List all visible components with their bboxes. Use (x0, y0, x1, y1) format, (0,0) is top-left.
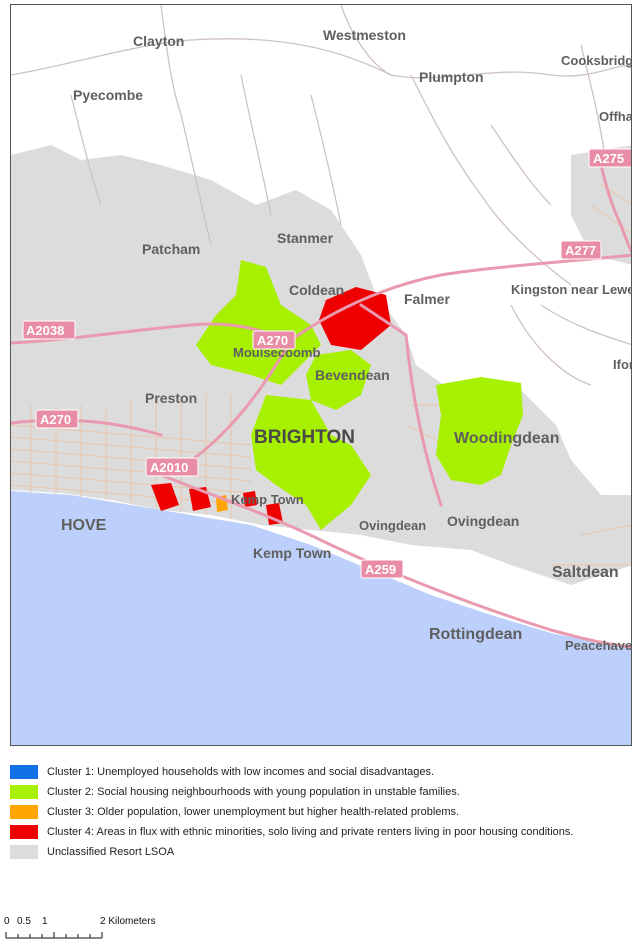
legend-item-unclassified: Unclassified Resort LSOA (10, 842, 630, 862)
place-brighton: BRIGHTON (254, 427, 355, 448)
place-woodingdean: Woodingdean (454, 430, 559, 447)
legend-item-cluster-2: Cluster 2: Social housing neighbourhoods… (10, 782, 630, 802)
map-area[interactable]: Clayton Westmeston Cooksbridg Plumpton P… (10, 4, 632, 746)
place-plumpton: Plumpton (419, 69, 484, 85)
road-shield-a2038: A2038 (22, 320, 76, 340)
place-cooksbridge: Cooksbridg (561, 53, 632, 68)
place-clayton: Clayton (133, 33, 184, 49)
cluster-2-areas (196, 260, 523, 530)
road-shield-a277: A277 (560, 240, 602, 260)
legend-swatch-unclassified (10, 845, 38, 859)
place-peacehaven: Peacehave (565, 638, 632, 653)
svg-text:A259: A259 (365, 562, 396, 577)
legend-label-cluster-2: Cluster 2: Social housing neighbourhoods… (47, 786, 460, 798)
legend-item-cluster-1: Cluster 1: Unemployed households with lo… (10, 762, 630, 782)
legend-label-cluster-1: Cluster 1: Unemployed households with lo… (47, 766, 435, 778)
place-labels: Clayton Westmeston Cooksbridg Plumpton P… (61, 27, 632, 653)
scale-tick-2: 2 Kilometers (100, 916, 156, 927)
road-shield-a2010: A2010 (145, 457, 199, 477)
place-preston: Preston (145, 390, 197, 406)
svg-text:A270: A270 (257, 333, 288, 348)
road-shield-a275: A275 (588, 148, 631, 168)
legend-label-cluster-3: Cluster 3: Older population, lower unemp… (47, 806, 460, 818)
place-rottingdean: Rottingdean (429, 626, 522, 643)
legend-item-cluster-3: Cluster 3: Older population, lower unemp… (10, 802, 630, 822)
place-ovingdean-2: Ovingdean (447, 513, 519, 529)
place-pyecombe: Pyecombe (73, 87, 143, 103)
place-saltdean: Saltdean (552, 564, 619, 581)
scale-bar-line (5, 932, 103, 939)
road-shield-a270-west: A270 (35, 409, 79, 429)
scale-bar: 0 0.5 1 2 Kilometers (4, 916, 156, 939)
legend-swatch-cluster-4 (10, 825, 38, 839)
scale-tick-0: 0 (4, 916, 10, 927)
place-kemp-town: Kemp Town (253, 545, 331, 561)
svg-text:A275: A275 (593, 151, 624, 166)
road-shield-a259: A259 (360, 559, 404, 579)
legend: Cluster 1: Unemployed households with lo… (10, 762, 630, 862)
svg-text:A2010: A2010 (150, 460, 188, 475)
scale-tick-1: 1 (42, 916, 48, 927)
legend-label-unclassified: Unclassified Resort LSOA (47, 846, 175, 858)
legend-swatch-cluster-2 (10, 785, 38, 799)
place-falmer: Falmer (404, 291, 450, 307)
svg-text:A270: A270 (40, 412, 71, 427)
unclassified-area-east (571, 145, 631, 265)
legend-item-cluster-4: Cluster 4: Areas in flux with ethnic min… (10, 822, 630, 842)
place-offham: Offha (599, 109, 632, 124)
cluster-4-areas (151, 287, 391, 525)
map-canvas: Clayton Westmeston Cooksbridg Plumpton P… (11, 5, 632, 745)
place-westmeston: Westmeston (323, 27, 406, 43)
place-coldean: Coldean (289, 282, 344, 298)
place-kingston: Kingston near Lewe (511, 282, 632, 297)
legend-swatch-cluster-1 (10, 765, 38, 779)
place-bevendean: Bevendean (315, 367, 390, 383)
place-stanmer: Stanmer (277, 230, 334, 246)
scale-tick-0-5: 0.5 (17, 916, 31, 927)
legend-swatch-cluster-3 (10, 805, 38, 819)
svg-text:A277: A277 (565, 243, 596, 258)
sea (11, 491, 631, 745)
place-patcham: Patcham (142, 241, 200, 257)
place-iford: Ifor (613, 357, 632, 372)
place-ovingdean-1: Ovingdean (359, 518, 426, 533)
place-kemp-town-inner: Kemp Town (231, 492, 304, 507)
svg-text:A2038: A2038 (26, 323, 64, 338)
road-shield-a270-north: A270 (252, 330, 296, 350)
legend-label-cluster-4: Cluster 4: Areas in flux with ethnic min… (47, 826, 574, 838)
place-hove: HOVE (61, 517, 107, 534)
